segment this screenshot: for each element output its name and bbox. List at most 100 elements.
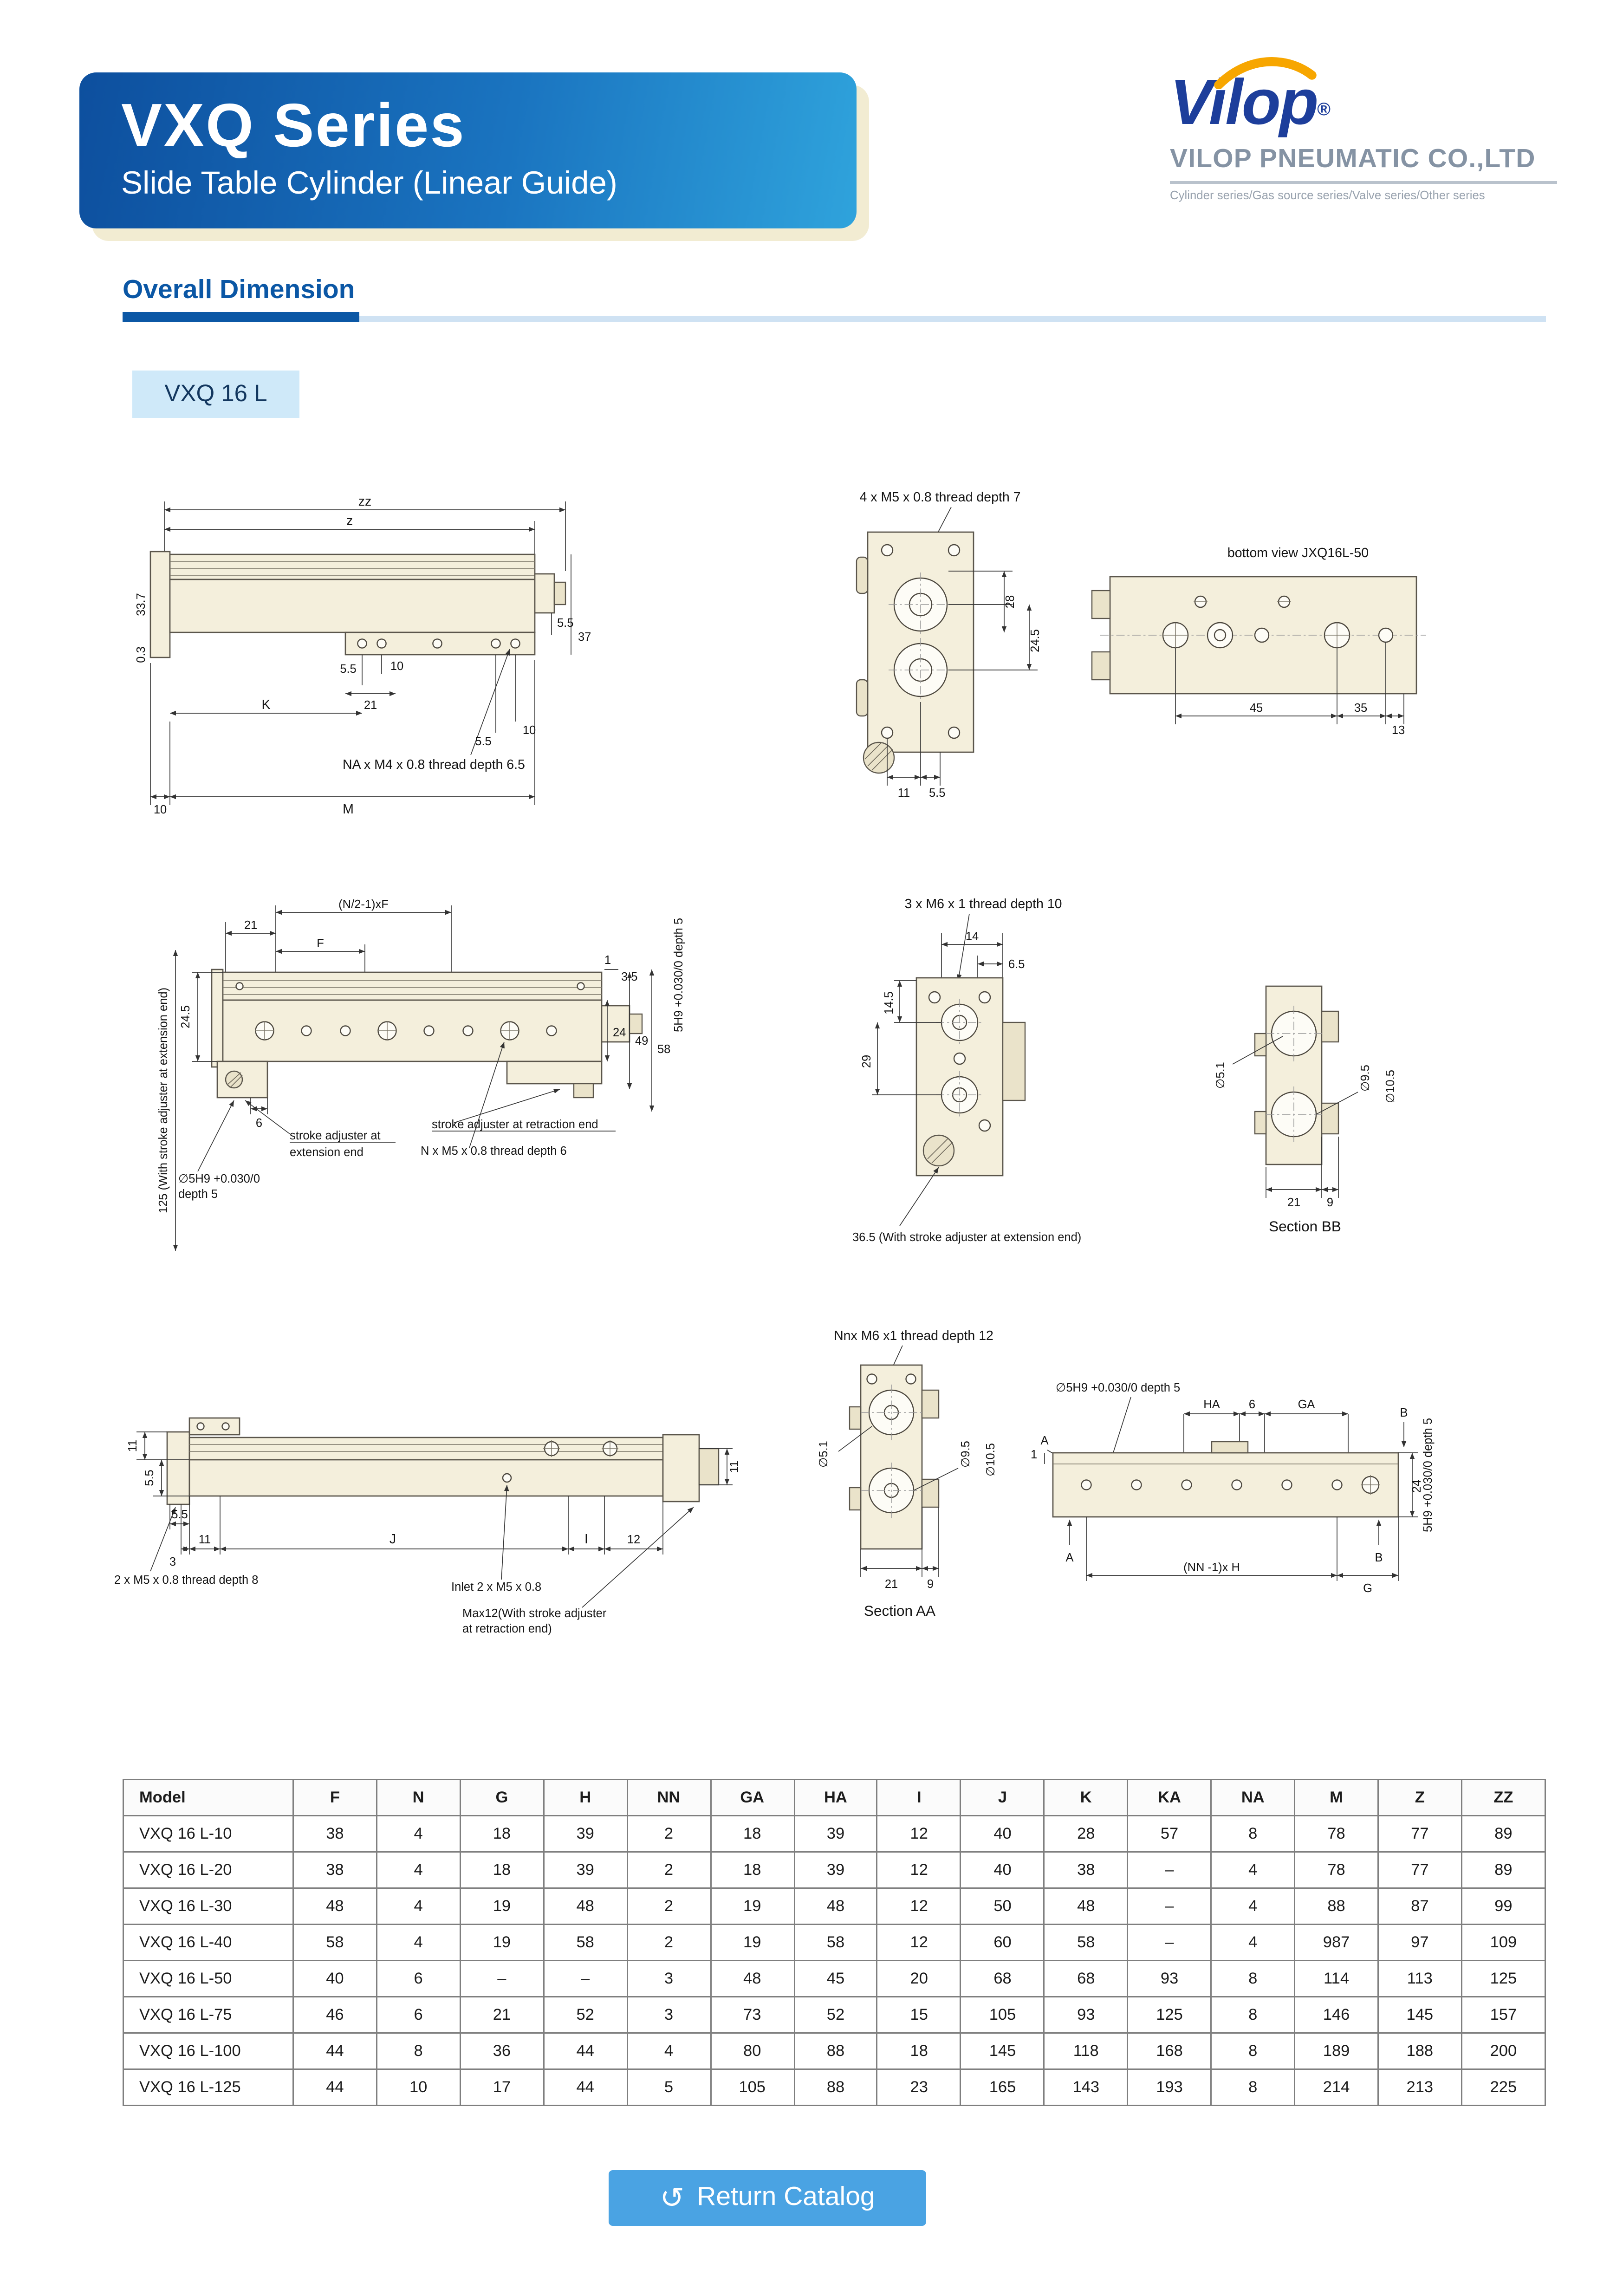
- value-cell: 12: [876, 1815, 962, 1853]
- value-cell: 4: [376, 1851, 461, 1889]
- tol-5h9-bottom-1: ∅5H9 +0.030/0: [178, 1172, 260, 1185]
- port-view-drawing: 3 x M6 x 1 thread depth 10 14 6.5 14.5 2…: [852, 897, 1081, 1244]
- value-cell: 105: [709, 2068, 795, 2106]
- value-cell: 80: [709, 2032, 795, 2070]
- value-cell: 12: [876, 1887, 962, 1925]
- dim-24-5: 24.5: [179, 1005, 192, 1028]
- brand-divider: [1170, 181, 1557, 184]
- dim-28: 28: [1004, 595, 1017, 608]
- dim-m: M: [343, 802, 354, 817]
- value-cell: 8: [1210, 1960, 1296, 1997]
- brand-block: Vilop® VILOP PNEUMATIC CO.,LTD Cylinder …: [1170, 57, 1557, 202]
- value-cell: 214: [1294, 2068, 1379, 2106]
- tol-5h9-top: 5H9 +0.030/0 depth 5: [672, 918, 685, 1032]
- value-cell: 18: [709, 1815, 795, 1853]
- dim-33-7: 33.7: [135, 593, 148, 616]
- logo-text: Vilop: [1170, 65, 1318, 138]
- dim-9: 9: [927, 1578, 934, 1591]
- value-cell: 93: [1127, 1960, 1212, 1997]
- value-cell: 4: [376, 1887, 461, 1925]
- value-cell: 73: [709, 1996, 795, 2034]
- value-cell: 44: [292, 2068, 377, 2106]
- brand-logo: Vilop®: [1170, 57, 1557, 142]
- value-cell: 12: [876, 1924, 962, 1961]
- value-cell: 38: [292, 1815, 377, 1853]
- value-cell: 20: [876, 1960, 962, 1997]
- note-na-thread: NA x M4 x 0.8 thread depth 6.5: [343, 757, 525, 772]
- mark-a-bottom: A: [1065, 1551, 1073, 1564]
- dim-ga: GA: [1298, 1398, 1315, 1411]
- value-cell: 18: [459, 1815, 545, 1853]
- dim-5-1: ∅5.1: [817, 1441, 830, 1468]
- value-cell: 157: [1461, 1996, 1546, 2034]
- value-cell: 165: [960, 2068, 1045, 2106]
- return-icon: ↺: [660, 2182, 685, 2214]
- value-cell: 4: [376, 1924, 461, 1961]
- model-cell: VXQ 16 L-30: [123, 1887, 294, 1925]
- dim-k: K: [261, 697, 270, 712]
- registered-mark: ®: [1317, 98, 1331, 120]
- value-cell: 78: [1294, 1815, 1379, 1853]
- value-cell: 113: [1377, 1960, 1462, 1997]
- value-cell: 97: [1377, 1924, 1462, 1961]
- series-title: VXQ Series: [121, 92, 466, 160]
- dim-1: 1: [1031, 1448, 1037, 1461]
- value-cell: 40: [960, 1815, 1045, 1853]
- dim-0-3: 0.3: [135, 646, 148, 663]
- bottom-view-drawing: bottom view JXQ16L-50 45 35 13: [1091, 546, 1426, 737]
- col-header-m: M: [1294, 1779, 1379, 1816]
- dim-35: 35: [1354, 702, 1367, 715]
- section-aa-drawing: Nnx M6 x1 thread depth 12 ∅5.1 ∅9.5 ∅10.…: [817, 1328, 997, 1619]
- value-cell: 213: [1377, 2068, 1462, 2106]
- value-cell: 4: [1210, 1924, 1296, 1961]
- dim-g: G: [1363, 1582, 1372, 1595]
- side-view-geometry: [149, 501, 571, 805]
- return-catalog-button[interactable]: ↺ Return Catalog: [609, 2170, 926, 2226]
- value-cell: –: [1127, 1887, 1212, 1925]
- dim-3-5: 3.5: [621, 970, 637, 983]
- col-header-g: G: [459, 1779, 545, 1816]
- value-cell: 45: [793, 1960, 878, 1997]
- dim-13: 13: [1392, 724, 1405, 737]
- return-label: Return Catalog: [697, 2183, 875, 2212]
- value-cell: 118: [1043, 2032, 1129, 2070]
- dimension-table: Model F N G H NN GA HA I J K KA NA M Z Z…: [123, 1779, 1546, 2106]
- section-aa-caption: Section AA: [864, 1602, 935, 1619]
- section-bb-caption: Section BB: [1269, 1218, 1341, 1235]
- value-cell: 93: [1043, 1996, 1129, 2034]
- dim-5-5-a: 5.5: [340, 663, 356, 676]
- value-cell: 89: [1461, 1815, 1546, 1853]
- dim-21: 21: [244, 919, 257, 932]
- value-cell: 19: [709, 1887, 795, 1925]
- dim-45: 45: [1250, 702, 1263, 715]
- note-adjuster-ext-1: stroke adjuster at: [290, 1129, 381, 1142]
- value-cell: 39: [793, 1851, 878, 1889]
- value-cell: 52: [543, 1996, 628, 2034]
- section-bb-drawing: ∅5.1 ∅9.5 ∅10.5 21 9 Section BB: [1214, 985, 1397, 1235]
- value-cell: 77: [1377, 1851, 1462, 1889]
- value-cell: 48: [292, 1887, 377, 1925]
- value-cell: 77: [1377, 1815, 1462, 1853]
- col-header-i: I: [876, 1779, 962, 1816]
- note-36-5: 36.5 (With stroke adjuster at extension …: [852, 1231, 1081, 1244]
- value-cell: 88: [793, 2032, 878, 2070]
- value-cell: 39: [793, 1815, 878, 1853]
- value-cell: 3: [626, 1960, 711, 1997]
- bottom-view-title: bottom view JXQ16L-50: [1227, 546, 1369, 560]
- col-header-f: F: [292, 1779, 377, 1816]
- value-cell: 44: [292, 2032, 377, 2070]
- value-cell: 40: [292, 1960, 377, 1997]
- mark-b-top: B: [1400, 1406, 1408, 1419]
- dim-1: 1: [604, 954, 611, 967]
- port-view-geometry: [872, 913, 1026, 1226]
- front-view-geometry: [173, 905, 655, 1251]
- value-cell: –: [543, 1960, 628, 1997]
- dim-i: I: [584, 1532, 588, 1547]
- note-125-extension: 125 (With stroke adjuster at extension e…: [157, 988, 170, 1213]
- dim-11-right: 11: [728, 1461, 741, 1473]
- note-max12-1: Max12(With stroke adjuster: [462, 1607, 607, 1620]
- value-cell: 48: [543, 1887, 628, 1925]
- value-cell: 15: [876, 1996, 962, 2034]
